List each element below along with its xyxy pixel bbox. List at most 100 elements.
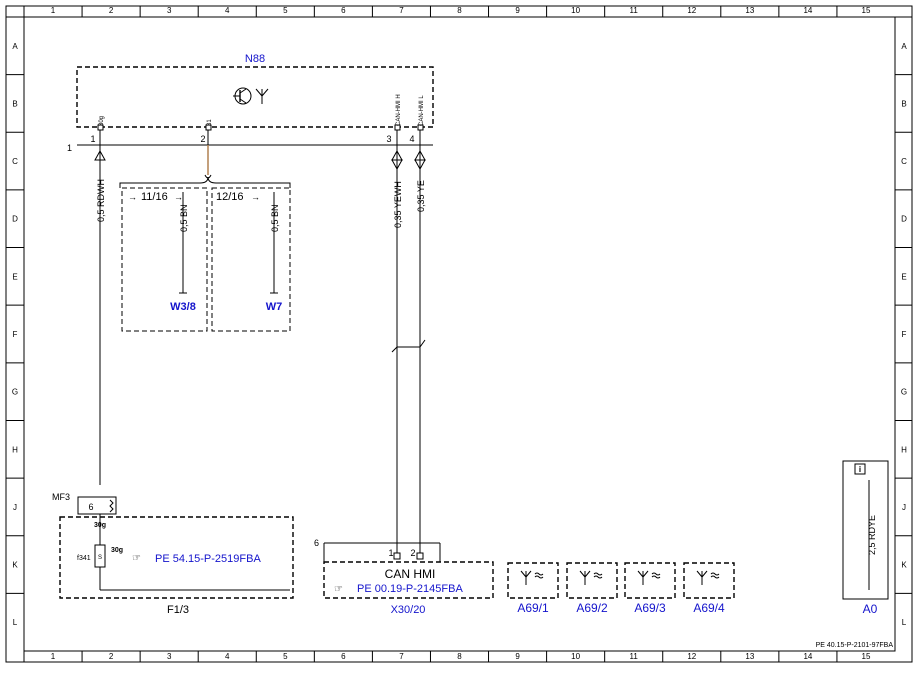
grid-column-label: 12 (687, 6, 696, 15)
grid-column-label: 4 (225, 6, 230, 15)
grid-row-label: H (901, 445, 907, 454)
grid-row-label: A (901, 42, 907, 51)
grid-column-label: 15 (862, 652, 871, 661)
can-hmi-title: CAN HMI (385, 567, 436, 581)
pin-30g-label: 30g (99, 116, 105, 126)
grid-row-label: B (901, 99, 906, 108)
can-pin-1: 1 (388, 548, 393, 558)
wire-bn-ground[interactable] (119, 145, 291, 188)
antenna-icon (520, 570, 544, 585)
legend-a0-name[interactable]: A0 (863, 602, 878, 616)
grid-column-label: 4 (225, 652, 230, 661)
antenna-box-4[interactable]: A69/4 (683, 562, 735, 615)
grid-column-label: 9 (515, 6, 520, 15)
fuse-box-name: F1/3 (167, 604, 189, 616)
wire-can-h[interactable]: 0,35 YEWH (391, 145, 403, 553)
pin-number-1: 1 (90, 134, 95, 144)
grid-row-label: E (12, 272, 17, 281)
grid-column-label: 2 (109, 6, 114, 15)
antenna-icon (696, 570, 720, 585)
antenna-label[interactable]: A69/3 (634, 601, 666, 615)
wire-bn2-label: 0,5 BN (270, 204, 280, 232)
grid-column-label: 10 (571, 652, 580, 661)
n88-label: N88 (245, 53, 265, 65)
grid-row-label: C (12, 157, 18, 166)
fuse-id-label: f341 (77, 555, 91, 562)
resistor-icon (109, 499, 114, 513)
antenna-icon (255, 88, 269, 104)
grid-column-label: 5 (283, 6, 288, 15)
antenna-label[interactable]: A69/2 (576, 601, 608, 615)
pin-number-3: 3 (386, 134, 391, 144)
mf3-label: MF3 (52, 492, 70, 502)
grid-row-label: A (12, 42, 18, 51)
transistor-icon (233, 87, 252, 105)
grid-row-label: E (901, 272, 906, 281)
grid-column-label: 13 (745, 652, 754, 661)
grid-column-label: 3 (167, 6, 172, 15)
grid-row-label: D (901, 215, 907, 224)
component-n88[interactable]: N88 30g 31 CAN-HMI H CAN-HMI L (76, 53, 434, 131)
wire-bn1-label: 0,5 BN (179, 204, 189, 232)
connector-x30-20[interactable]: 6 1 2 CAN HMI ☞ PE 00.19-P-2145FBA X30/2… (314, 538, 494, 616)
pin-number-2: 2 (200, 134, 205, 144)
grid-row-label: F (13, 330, 18, 339)
inner-frame (23, 16, 896, 652)
grid-column-label: 3 (167, 652, 172, 661)
pin-can-h-label: CAN-HMI H (396, 94, 402, 126)
fuse-ref-link[interactable]: PE 54.15-P-2519FBA (155, 553, 261, 565)
grid-row-label: L (13, 618, 18, 627)
grid-column-label: 1 (51, 652, 56, 661)
grid-column-label: 8 (457, 652, 462, 661)
can-pin-2: 2 (410, 548, 415, 558)
antenna-box-3[interactable]: A69/3 (624, 562, 676, 615)
info-icon: i (859, 465, 861, 474)
ground-ref-w7[interactable]: 12/16 → 0,5 BN W7 (211, 187, 291, 332)
grid-column-label: 11 (630, 6, 639, 15)
can-wire-ref: 6 (314, 538, 319, 548)
grid-row-label: C (901, 157, 907, 166)
antenna-icon (579, 570, 603, 585)
grid-column-label: 9 (515, 652, 520, 661)
grid-column-label: 15 (862, 6, 871, 15)
grid-row-label: J (902, 503, 906, 512)
grid-column-label: 7 (399, 652, 404, 661)
ground-ref-1-label: 11/16 (141, 191, 168, 203)
grid-column-label: 8 (457, 6, 462, 15)
outer-frame (5, 5, 913, 663)
pin-number-4: 4 (409, 134, 414, 144)
grid-column-label: 6 (341, 652, 346, 661)
grid-row-label: G (12, 388, 18, 397)
antenna-box-1[interactable]: A69/1 (507, 562, 559, 615)
grid-column-label: 1 (51, 6, 56, 15)
antenna-box-2[interactable]: A69/2 (566, 562, 618, 615)
n88-wire-ref: 1 (67, 143, 72, 153)
grid-ruler-labels: 1122334455667788991010111112121313141415… (12, 6, 907, 661)
fuse-box-f1-3[interactable]: MF3 6 30g S f341 30g ☞ PE 54.15-P-2519FB… (52, 492, 294, 616)
grid-row-label: K (12, 561, 18, 570)
ground-ref-w3-8[interactable]: → 11/16 → 0,5 BN W3/8 (121, 187, 208, 332)
legend-a0[interactable]: i 2,5 RDYE A0 (842, 460, 889, 616)
grid-row-label: J (13, 503, 17, 512)
grid-column-label: 7 (399, 6, 404, 15)
arrow-icon: → (128, 192, 137, 202)
can-box-name[interactable]: X30/20 (391, 604, 426, 616)
grid-column-label: 2 (109, 652, 114, 661)
wire-yewh-label: 0,35 YEWH (393, 181, 403, 228)
ground-w3-8-link[interactable]: W3/8 (170, 301, 196, 313)
wire-can-l[interactable]: 0,35 YE (414, 145, 426, 553)
antenna-boxes: A69/1 A69/2 A69/3 A69/4 (507, 562, 735, 615)
wire-rdwh[interactable]: 0,5 RDWH (94, 145, 106, 485)
antenna-label[interactable]: A69/4 (693, 601, 725, 615)
antenna-label[interactable]: A69/1 (517, 601, 549, 615)
ground-ref-2-label: 12/16 (216, 191, 244, 203)
ground-w7-link[interactable]: W7 (266, 301, 283, 313)
legend-wire-label: 2,5 RDYE (867, 515, 877, 555)
pointing-hand-icon: ☞ (132, 553, 141, 564)
antenna-icon (637, 570, 661, 585)
can-ref-link[interactable]: PE 00.19-P-2145FBA (357, 583, 463, 595)
grid-row-label: H (12, 445, 18, 454)
grid-column-label: 14 (803, 6, 812, 15)
grid-column-label: 14 (803, 652, 812, 661)
